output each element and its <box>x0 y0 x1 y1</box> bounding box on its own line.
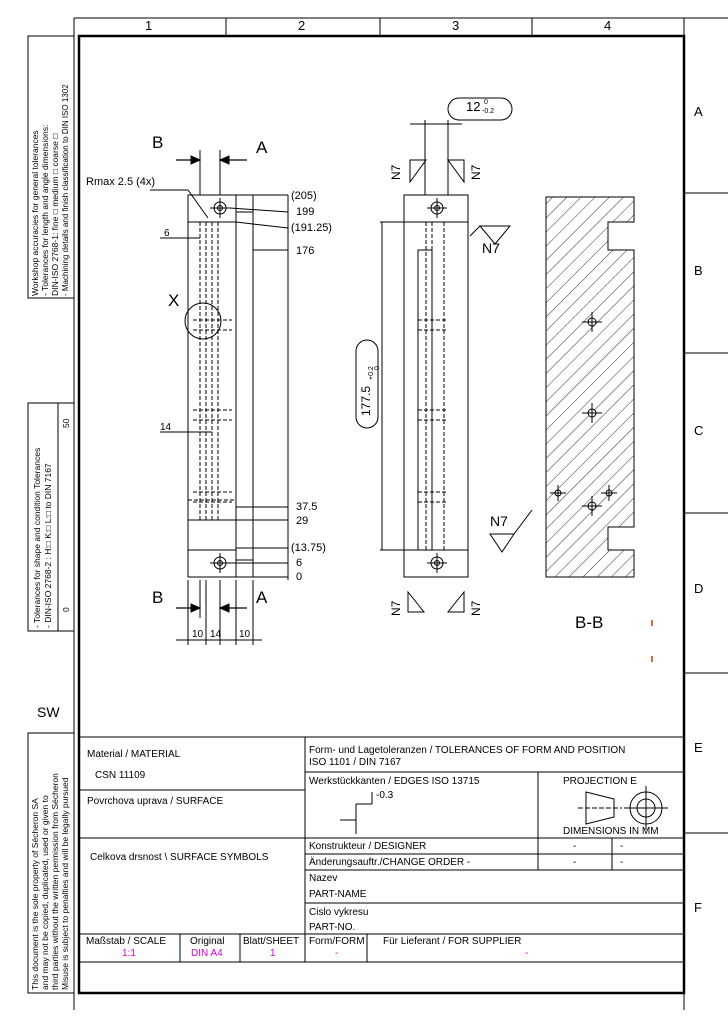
top-dim-value: 12 <box>466 99 481 114</box>
column-label-2: 2 <box>298 18 306 33</box>
supplier-label: Für Lieferant / FOR SUPPLIER <box>383 936 522 947</box>
surface-symbols-label: Celkova drsnost \ SURFACE SYMBOLS <box>90 852 269 863</box>
rmax-note: Rmax 2.5 (4x) <box>86 176 156 188</box>
material-value: CSN 11109 <box>95 770 146 781</box>
tolerance-header-2: ISO 1101 / DIN 7167 <box>309 757 402 768</box>
supplier-value: - <box>525 948 529 959</box>
front-view <box>150 150 289 645</box>
dim-10-right: 10 <box>239 629 251 640</box>
sheet-value: 1 <box>270 948 276 959</box>
original-label: Original <box>190 936 225 947</box>
edge-value: -0.3 <box>376 790 394 801</box>
top-dim-tol-up: 0 <box>484 99 488 106</box>
dimensions-label: DIMENSIONS IN MM <box>563 826 659 837</box>
change-order-value-2: - <box>620 857 624 868</box>
scale-label: Maßstab / SCALE <box>86 936 167 947</box>
surface-mark-n7-3: N7 <box>482 240 500 256</box>
column-label-4: 4 <box>604 18 612 33</box>
cislo-label: Cislo vykresu <box>309 907 369 918</box>
column-label-1: 1 <box>145 18 153 33</box>
row-label-f: F <box>694 900 702 915</box>
ordinate-199: 199 <box>296 206 315 218</box>
tolerance-header-1: Form- und Lagetoleranzen / TOLERANCES OF… <box>309 745 626 756</box>
ordinate-0: 0 <box>296 571 303 583</box>
section-view-b-b <box>545 196 653 662</box>
ordinate-205: (205) <box>291 190 317 202</box>
row-label-d: D <box>694 581 704 596</box>
dim-14-middle: 14 <box>210 629 222 640</box>
designer-label: Konstrukteur / DESIGNER <box>309 841 427 852</box>
form-value: - <box>335 948 339 959</box>
column-label-3: 3 <box>452 18 460 33</box>
section-mark-b-top: B <box>152 133 164 152</box>
dim-10-left: 10 <box>192 629 204 640</box>
designer-value-2: - <box>620 841 624 852</box>
surface-mark-n7-4: N7 <box>490 513 508 529</box>
ordinate-6: 6 <box>296 557 303 569</box>
side-view <box>355 97 533 613</box>
row-label-c: C <box>694 423 704 438</box>
scale-value: 1:1 <box>122 948 136 959</box>
section-mark-a-top: A <box>256 138 268 157</box>
nazev-label: Nazev <box>309 873 338 884</box>
edges-label: Werkstückkanten / EDGES ISO 13715 <box>309 776 480 787</box>
ordinate-13-75: (13.75) <box>291 542 326 554</box>
detail-mark-x: X <box>168 291 180 310</box>
row-label-e: E <box>694 740 703 755</box>
row-label-b: B <box>694 263 703 278</box>
section-mark-b-bottom: B <box>152 588 164 607</box>
form-label: Form/FORM <box>309 936 365 947</box>
material-label: Material / MATERIAL <box>87 749 181 760</box>
surface-label: Povrchova uprava / SURFACE <box>87 796 224 807</box>
original-value: DIN A4 <box>191 948 223 959</box>
sw-label: SW <box>37 704 60 720</box>
part-number: PART-NO. <box>309 922 356 933</box>
sheet-label: Blatt/SHEET <box>243 936 300 947</box>
change-order-value-1: - <box>573 857 577 868</box>
top-dim-tol-low: -0.2 <box>482 108 495 115</box>
ordinate-176: 176 <box>296 245 315 257</box>
projection-label: PROJECTION E <box>563 776 637 787</box>
section-mark-a-bottom: A <box>256 588 268 607</box>
ordinate-37-5: 37.5 <box>296 501 318 513</box>
part-name: PART-NAME <box>309 889 367 900</box>
ordinate-29: 29 <box>296 515 309 527</box>
row-label-a: A <box>694 104 703 119</box>
ordinate-191-25: (191.25) <box>291 222 332 234</box>
change-order-label: Änderungsauftr./CHANGE ORDER - <box>309 857 471 868</box>
section-label-b-b: B-B <box>575 613 604 632</box>
dim-6: 6 <box>164 228 170 239</box>
designer-value-1: - <box>573 841 577 852</box>
dim-14: 14 <box>160 422 172 433</box>
